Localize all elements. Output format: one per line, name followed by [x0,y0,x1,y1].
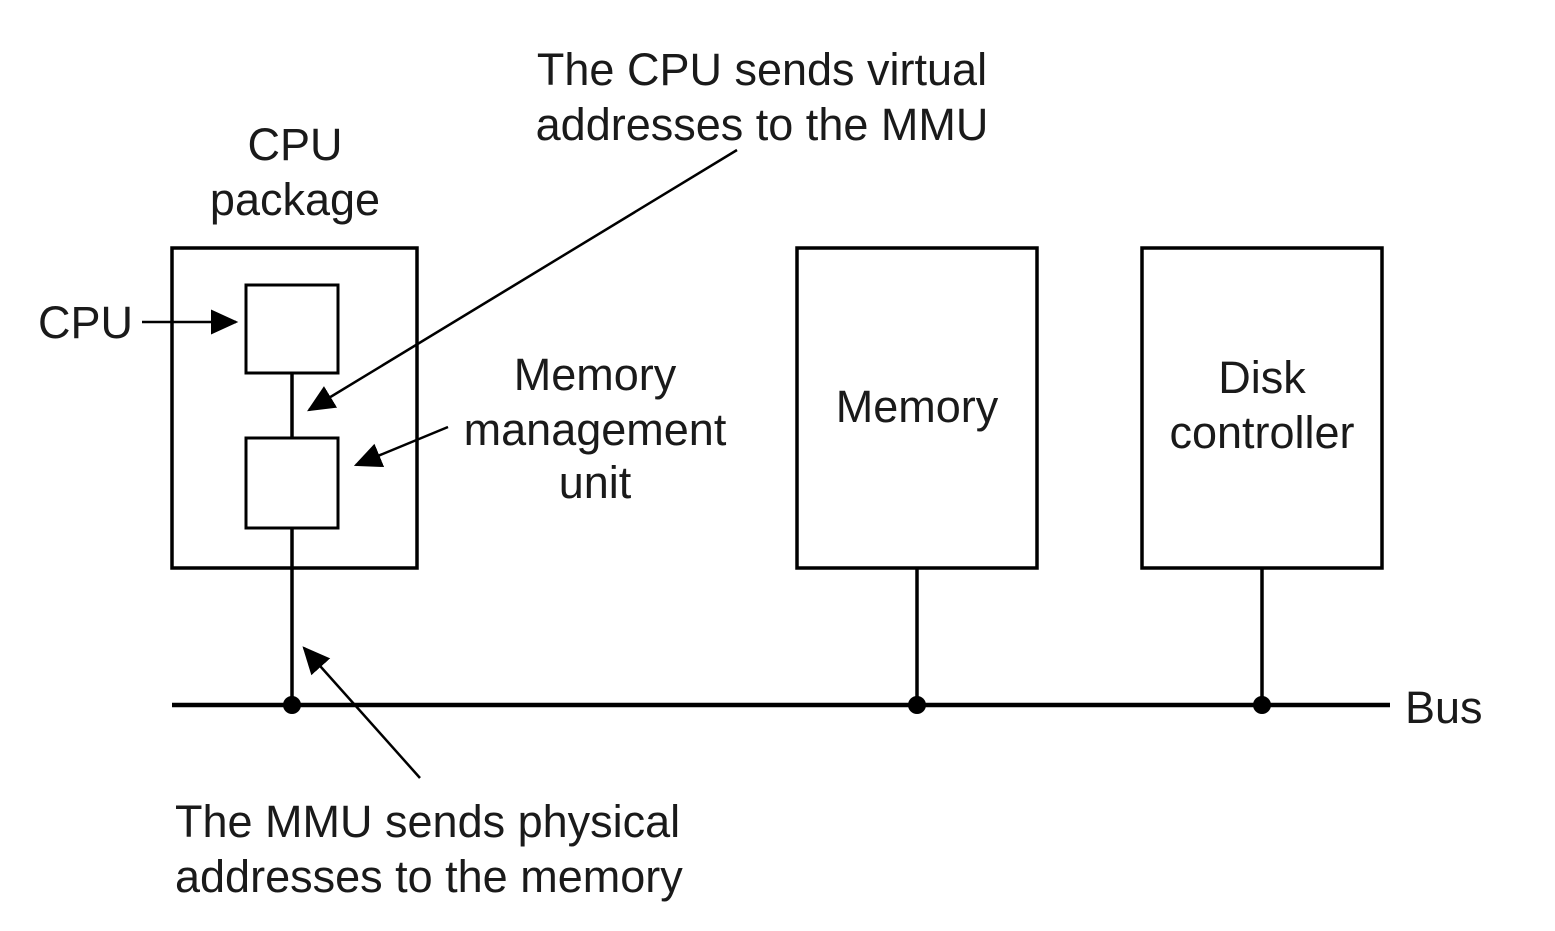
cpu-package-label-line2: package [210,174,380,225]
virtual-annotation-line1: The CPU sends virtual [537,44,987,95]
virtual-address-arrow [307,148,738,412]
physical-annotation-line1: The MMU sends physical [175,796,680,847]
disk-controller-label-line1: Disk [1218,352,1306,403]
mmu-label-line3: unit [559,457,632,508]
bus-label: Bus [1405,682,1483,733]
physical-address-arrow [302,646,421,779]
memory-label: Memory [836,381,999,432]
bus-junction-dot-memory [908,696,926,714]
disk-controller-box [1140,246,1384,570]
cpu-box [244,283,340,375]
mmu-label-arrow [353,425,449,468]
mmu-label-line1: Memory [514,349,677,400]
virtual-annotation-line2: addresses to the MMU [536,99,989,150]
mmu-label-line2: management [464,404,727,455]
bus-junction-dot-disk [1253,696,1271,714]
physical-annotation-line2: addresses to the memory [175,851,683,902]
bus-junction-dot-cpu [283,696,301,714]
cpu-package-label-line1: CPU [247,119,342,170]
memory-box [795,246,1039,570]
disk-controller-label-line2: controller [1169,407,1354,458]
mmu-box [244,436,340,530]
cpu-label: CPU [38,297,133,348]
